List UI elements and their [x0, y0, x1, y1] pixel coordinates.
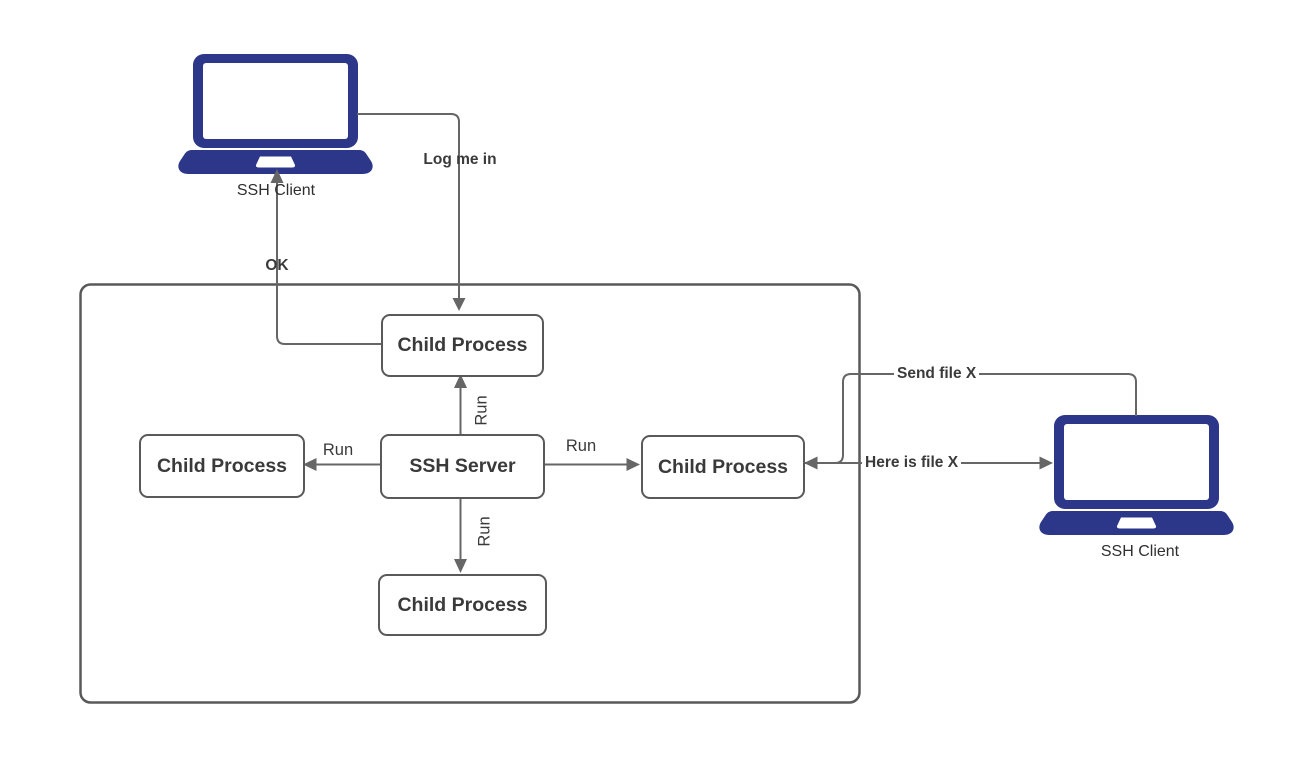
edge-label-run-up: Run: [472, 395, 491, 426]
edge-label-here-is-file-x: Here is file X: [862, 454, 962, 472]
edge-ok: [276, 183, 381, 345]
edge-label-run-down: Run: [475, 516, 494, 547]
server-boundary-box: [79, 283, 861, 704]
edge-send-file-x: [817, 373, 1137, 464]
node-child-process-right: Child Process: [641, 435, 805, 499]
ssh-client-left-laptop-icon: [178, 54, 373, 174]
arrowhead-run-left: [303, 458, 317, 471]
ssh-client-right-laptop-icon: [1039, 415, 1234, 535]
edge-label-log-me-in: Log me in: [423, 151, 497, 168]
edge-label-run-right: Run: [565, 437, 597, 455]
node-child-process-bottom: Child Process: [378, 574, 547, 636]
arrowhead-send-file-x: [804, 456, 818, 470]
arrowhead-here-is-file-x: [1039, 456, 1053, 470]
edge-label-ok: OK: [265, 257, 289, 274]
node-child-process-top: Child Process: [381, 314, 544, 377]
edge-label-run-left: Run: [322, 441, 354, 459]
arrowhead-run-right: [626, 458, 640, 471]
ssh-client-right-label: SSH Client: [1100, 543, 1180, 560]
edge-label-send-file-x: Send file X: [894, 365, 980, 383]
arrowhead-log-me-in: [452, 298, 466, 311]
edge-log-me-in: [357, 113, 460, 299]
node-child-process-left: Child Process: [139, 434, 305, 498]
arrowhead-ok: [270, 169, 284, 183]
arrowhead-run-down: [454, 559, 467, 573]
ssh-client-left-label: SSH Client: [236, 182, 316, 199]
arrowhead-run-up: [454, 374, 467, 388]
node-ssh-server: SSH Server: [380, 434, 545, 499]
